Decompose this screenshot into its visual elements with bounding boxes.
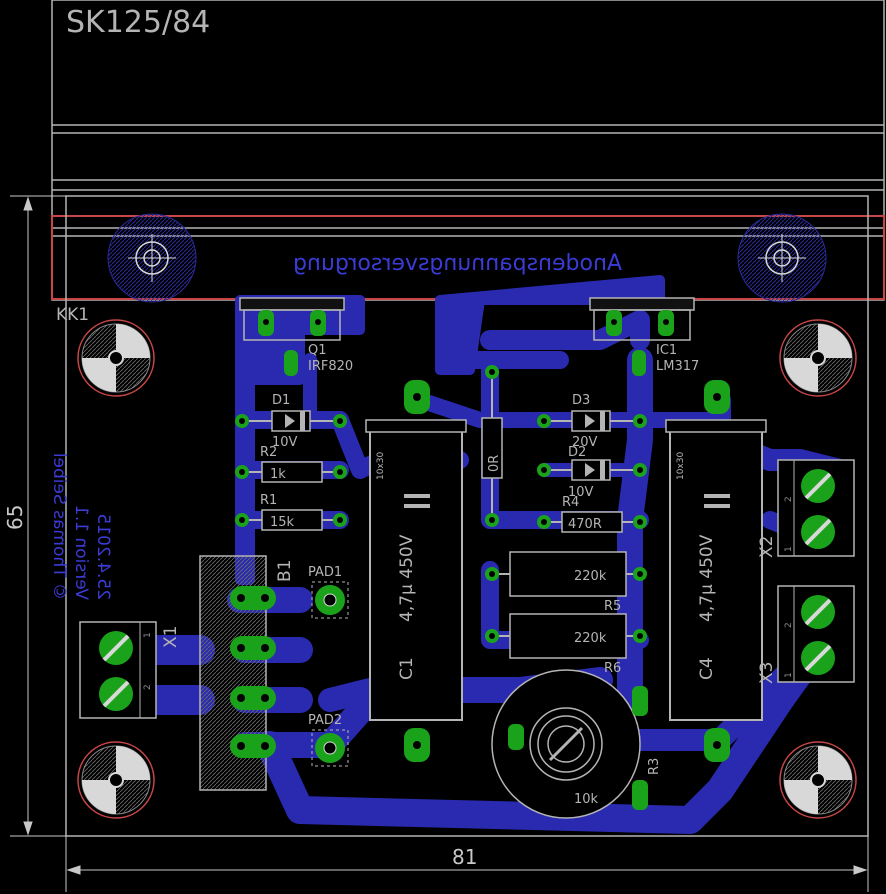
ic1-regulator: IC1 LM317	[589, 297, 699, 376]
mirrored-credits: 25.4.2015 Version 1.1 © Thomas Seibel	[49, 453, 113, 600]
r4-ref: R4	[562, 495, 579, 510]
mounting-hole-br	[779, 741, 857, 819]
mirrored-title: Anodenspannungsversorgung	[293, 251, 622, 276]
d2-value: 10V	[568, 485, 594, 500]
c4-capacitor: 10x30 4,7µ 450V C4	[665, 380, 767, 762]
c1-size: 10x30	[376, 451, 386, 480]
x3-ref: X3	[757, 662, 777, 684]
d1-value: 10V	[272, 435, 298, 450]
r6-resistor: 220k R6	[485, 613, 647, 676]
x1-pin-1: 1	[143, 632, 153, 638]
x2-terminal: 2 1 X2	[757, 459, 855, 558]
r4-value: 470R	[568, 517, 602, 532]
r6-value: 220k	[574, 631, 607, 646]
r4-resistor: R4 470R	[537, 495, 647, 533]
b1-bridge-rectifier: B1	[199, 555, 295, 791]
c4-ref: C4	[697, 657, 717, 680]
pad2: PAD2	[308, 713, 349, 767]
c4-size: 10x30	[676, 451, 686, 480]
d3-value: 20V	[572, 435, 598, 450]
c1-ref: C1	[397, 657, 417, 680]
x1-terminal: 1 2 X1	[79, 621, 181, 719]
r2-resistor: R2 1k	[235, 445, 347, 483]
d2-ref: D2	[568, 445, 586, 460]
x2-ref: X2	[757, 536, 777, 558]
r1-ref: R1	[260, 493, 277, 508]
credit-date: 25.4.2015	[93, 513, 113, 600]
r6-ref: R6	[604, 661, 621, 676]
b1-ref: B1	[275, 560, 295, 582]
d2-diode: D2 10V	[537, 445, 647, 500]
r3-ref: R3	[647, 758, 662, 775]
q1-value: IRF820	[308, 359, 353, 374]
r1-resistor: R1 15k	[235, 493, 347, 531]
dimension-lines	[10, 195, 869, 892]
c1-capacitor: 10x30 4,7µ 450V C1	[365, 380, 467, 762]
heatsink-hole-right	[737, 213, 827, 303]
r5-resistor: 220k R5	[485, 551, 647, 614]
d1-ref: D1	[272, 393, 290, 408]
r5-value: 220k	[574, 569, 607, 584]
c4-value: 4,7µ 450V	[697, 534, 717, 622]
c1-value: 4,7µ 450V	[397, 534, 417, 622]
x3-pin-2: 2	[784, 622, 794, 628]
r2-value: 1k	[270, 467, 286, 482]
mounting-hole-tr	[779, 319, 857, 397]
r5-ref: R5	[604, 599, 621, 614]
mounting-holes	[77, 213, 857, 819]
d3-diode: D3 20V	[537, 393, 647, 450]
pad1-ref: PAD1	[308, 565, 342, 580]
pad2-ref: PAD2	[308, 713, 342, 728]
dimension-height: 65	[3, 505, 27, 530]
x1-pin-2: 2	[143, 684, 153, 690]
r7-resistor: 0R	[481, 365, 503, 527]
credit-author: © Thomas Seibel	[49, 453, 69, 600]
mounting-hole-tl	[77, 319, 155, 397]
r2-ref: R2	[260, 445, 277, 460]
heatsink-label: SK125/84	[66, 5, 210, 40]
mounting-hole-bl	[77, 741, 155, 819]
r7-value: 0R	[487, 455, 502, 472]
x3-terminal: 2 1 X3	[757, 585, 855, 684]
x1-ref: X1	[161, 626, 181, 648]
r3-value: 10k	[574, 792, 599, 807]
heatsink-ref: KK1	[56, 305, 89, 325]
q1-transistor: Q1 IRF820	[239, 297, 353, 376]
x3-pin-1: 1	[784, 672, 794, 678]
d1-diode: D1 10V	[235, 393, 347, 450]
d3-ref: D3	[572, 393, 590, 408]
ic1-value: LM317	[656, 359, 699, 374]
dimension-width: 81	[452, 845, 477, 869]
ic1-ref: IC1	[656, 343, 677, 358]
q1-ref: Q1	[308, 343, 327, 358]
heatsink-hole-left	[107, 213, 197, 303]
board-outline	[65, 195, 869, 837]
x2-pin-2: 2	[784, 496, 794, 502]
x2-pin-1: 1	[784, 546, 794, 552]
r3-potentiometer: R3 10k	[491, 669, 662, 819]
r1-value: 15k	[270, 515, 295, 530]
pad1: PAD1	[308, 565, 349, 619]
credit-version: Version 1.1	[71, 505, 91, 600]
